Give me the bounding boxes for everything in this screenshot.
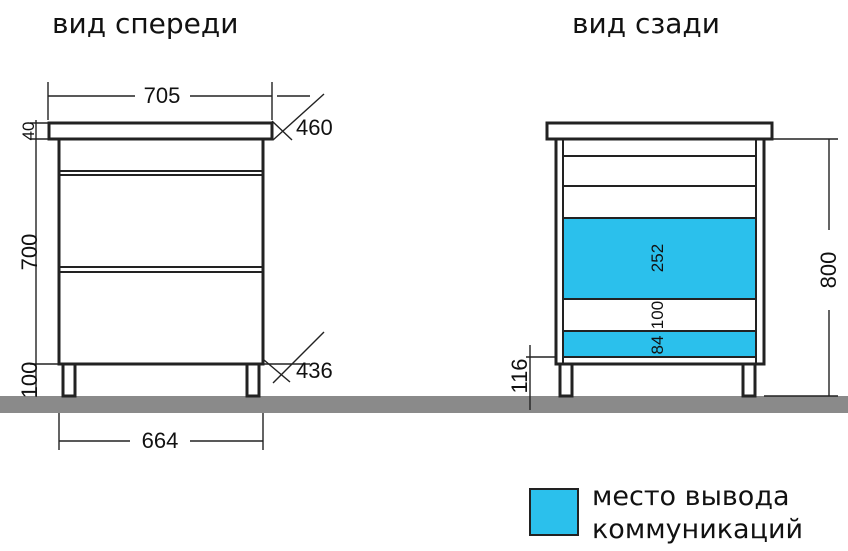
- dim-460: 460: [296, 115, 333, 140]
- legend-line2: коммуникаций: [592, 514, 803, 545]
- dim-252: 252: [648, 244, 667, 272]
- comm-zone-lower: [562, 330, 757, 358]
- dim-436: 436: [296, 358, 333, 383]
- front-view-title: вид спереди: [52, 7, 238, 40]
- dim-700: 700: [17, 234, 42, 271]
- dim-84: 84: [648, 336, 667, 355]
- legend-swatch: [529, 488, 579, 536]
- back-view-title: вид сзади: [572, 7, 720, 40]
- back-leg-right: [741, 362, 757, 398]
- back-leg-left: [558, 362, 574, 398]
- dim-100: 100: [17, 362, 42, 399]
- front-cabinet-body: [57, 137, 265, 366]
- dim-705: 705: [144, 83, 181, 108]
- back-countertop: [545, 121, 774, 141]
- front-countertop: [47, 121, 274, 141]
- front-leg-left: [61, 362, 77, 398]
- dim-800: 800: [816, 252, 841, 289]
- legend-line1: место вывода: [592, 481, 790, 512]
- dim-664: 664: [142, 428, 179, 453]
- floor: [0, 396, 848, 413]
- dim-100-back: 100: [648, 301, 667, 329]
- dim-116: 116: [507, 358, 532, 393]
- front-leg-right: [245, 362, 261, 398]
- dim-40: 40: [19, 122, 38, 141]
